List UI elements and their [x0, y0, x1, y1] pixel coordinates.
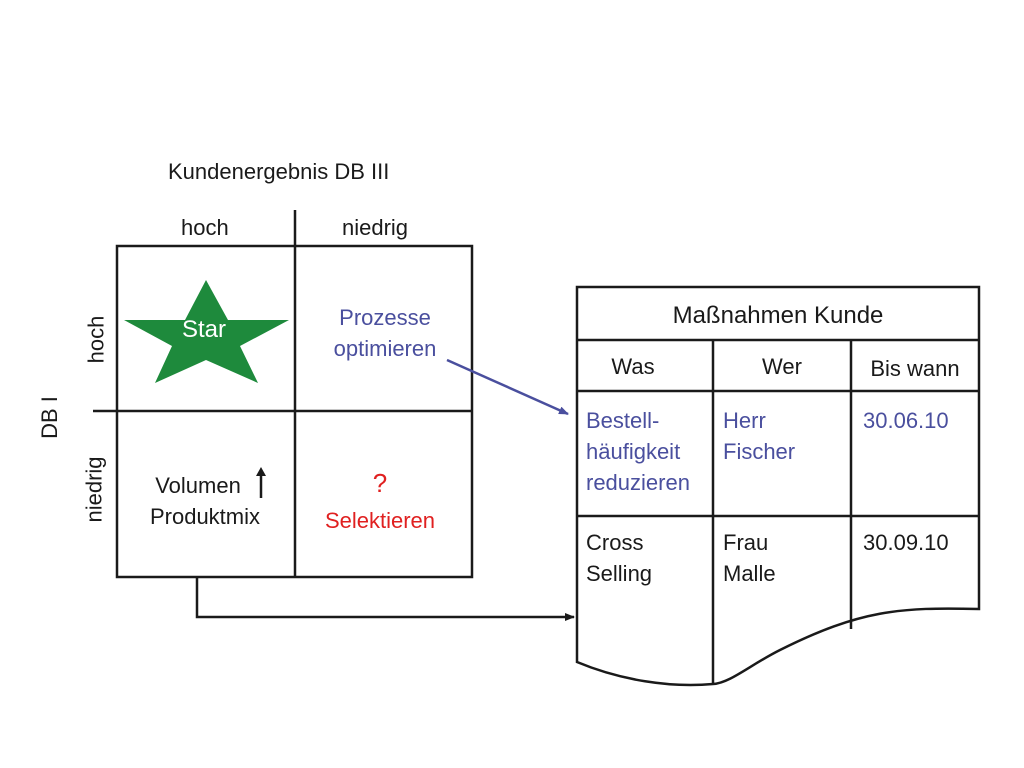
col-label-niedrig: niedrig	[342, 215, 409, 240]
col-label-hoch: hoch	[181, 215, 229, 240]
arrow-to-table-black	[195, 577, 575, 621]
cell-volumen-produktmix: Volumen Produktmix	[149, 473, 261, 529]
row1-wer: Herr Fischer	[723, 408, 796, 464]
star-icon	[124, 280, 289, 383]
star-label: Star	[182, 316, 227, 343]
col-header-bis-wann: Bis wann	[870, 356, 960, 381]
col-header-was: Was	[611, 354, 655, 379]
row-axis-label: DB I	[36, 396, 62, 439]
matrix-title: Kundenergebnis DB III	[168, 159, 390, 184]
col-header-wer: Wer	[762, 354, 802, 379]
table-title: Maßnahmen Kunde	[672, 302, 884, 329]
row2-was: Cross Selling	[586, 530, 653, 586]
row-label-niedrig: niedrig	[81, 456, 107, 523]
row1-bis-wann: 30.06.10	[863, 408, 949, 433]
question-mark: ?	[372, 468, 388, 498]
cell-selektieren: Selektieren	[324, 508, 436, 533]
arrow-to-table-blue	[446, 358, 569, 416]
row2-wer: Frau Malle	[723, 530, 776, 586]
action-table-frame	[575, 285, 981, 687]
cell-prozesse-optimieren: Prozesse optimieren	[333, 305, 437, 361]
row2-bis-wann: 30.09.10	[863, 530, 949, 555]
row-label-hoch: hoch	[83, 315, 109, 364]
row1-was: Bestell- häufigkeit reduzieren	[586, 408, 690, 495]
